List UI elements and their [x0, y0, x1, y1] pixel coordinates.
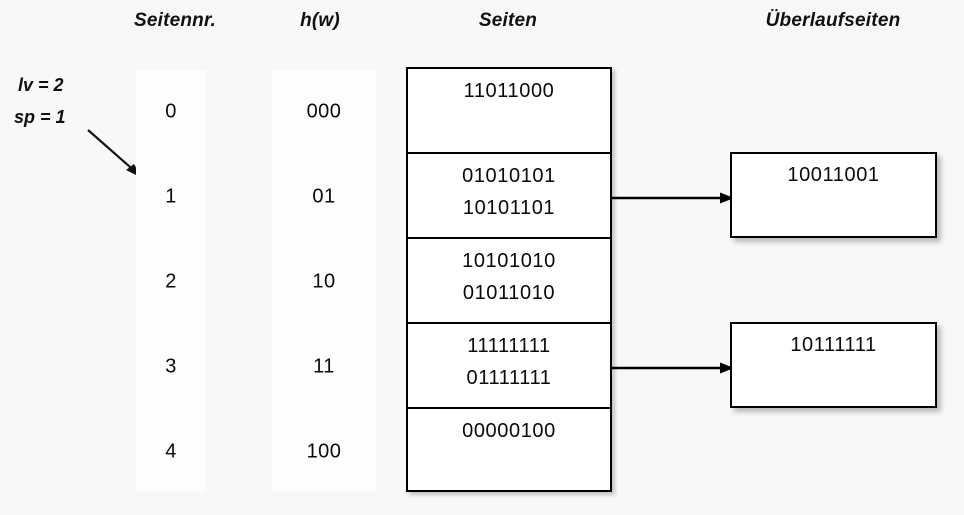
bucket-entry: 01010101	[462, 165, 556, 187]
column-header-ueberlaufseiten: Überlaufseiten	[765, 10, 901, 31]
bucket-stack: 11011000 01010101 10101101 10101010 0101…	[406, 67, 612, 492]
bucket-entry: 01011010	[462, 282, 556, 304]
bucket-entry: 11011000	[463, 80, 555, 102]
page-number-cell: 0	[165, 100, 177, 123]
overflow-entry: 10111111	[790, 334, 877, 356]
hash-value-cell: 01	[312, 185, 336, 208]
bucket-row: 11011000	[408, 69, 610, 154]
bucket-row: 11111111 01111111	[408, 324, 610, 409]
hash-value-cell: 10	[312, 270, 336, 293]
bucket-row: 10101010 01011010	[408, 239, 610, 324]
bucket-entry: 01111111	[466, 367, 552, 389]
page-number-column: 0 1 2 3 4	[136, 70, 206, 492]
overflow-connector-arrow	[610, 362, 734, 374]
hash-value-column: 000 01 10 11 100	[272, 70, 376, 492]
split-pointer-label: sp = 1	[14, 107, 66, 127]
level-label: lv = 2	[18, 75, 64, 95]
hash-value-cell: 000	[306, 100, 342, 123]
overflow-page: 10011001	[730, 152, 937, 238]
page-number-cell: 1	[165, 185, 177, 208]
overflow-connector-arrow	[610, 192, 734, 204]
bucket-entry: 10101101	[462, 197, 556, 219]
bucket-entry: 10101010	[462, 250, 556, 272]
bucket-entry: 00000100	[462, 420, 556, 442]
column-header-seitennr: Seitennr.	[133, 10, 217, 31]
page-number-cell: 4	[165, 440, 177, 463]
bucket-row: 00000100	[408, 409, 610, 494]
bucket-row: 01010101 10101101	[408, 154, 610, 239]
overflow-page: 10111111	[730, 322, 937, 408]
hash-value-cell: 100	[306, 440, 342, 463]
page-number-cell: 3	[165, 355, 177, 378]
overflow-entry: 10011001	[787, 164, 880, 186]
column-header-seiten: Seiten	[478, 10, 538, 31]
page-number-cell: 2	[165, 270, 177, 293]
bucket-entry: 11111111	[467, 335, 551, 357]
hash-value-cell: 11	[313, 355, 335, 378]
column-header-hw: h(w)	[300, 10, 340, 31]
